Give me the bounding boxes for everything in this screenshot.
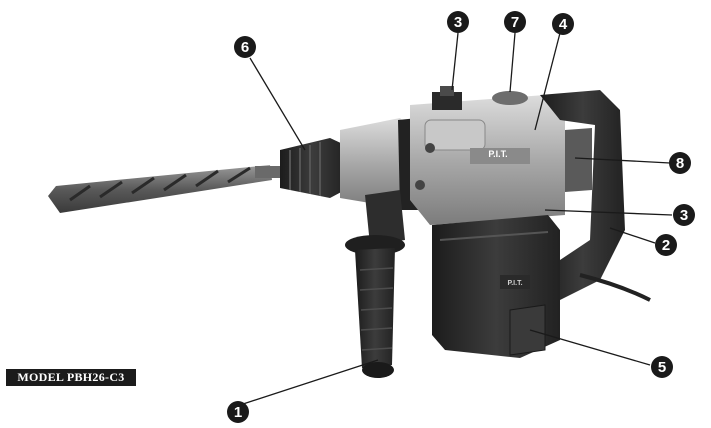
motor-body: P.I.T.	[432, 215, 560, 358]
main-handle	[540, 90, 651, 302]
callout-8: 8	[669, 152, 691, 174]
svg-text:5: 5	[658, 359, 666, 376]
svg-text:1: 1	[234, 404, 242, 421]
leader-1	[239, 359, 379, 406]
leader-7	[509, 32, 516, 93]
callout-lines	[239, 32, 673, 406]
leader-3-top	[451, 32, 459, 91]
callout-2: 2	[655, 234, 677, 256]
svg-text:3: 3	[454, 14, 462, 31]
leader-4	[534, 32, 561, 131]
svg-text:6: 6	[241, 39, 249, 56]
leader-3-side	[544, 209, 673, 216]
callouts: 3 7 4 6 8 3 2 5	[227, 11, 695, 423]
callout-3-top: 3	[447, 11, 469, 33]
gear-housing: P.I.T.	[410, 95, 565, 225]
model-label: MODEL PBH26-C3	[6, 369, 136, 386]
callout-6: 6	[234, 36, 256, 58]
svg-text:8: 8	[676, 155, 684, 172]
callout-1: 1	[227, 401, 249, 423]
callout-5: 5	[651, 356, 673, 378]
leader-5	[529, 329, 651, 366]
side-handle	[345, 190, 405, 378]
leader-2	[609, 227, 656, 244]
brand-logo-motor: P.I.T.	[507, 280, 522, 287]
drill-bit	[48, 165, 283, 213]
leader-8	[574, 157, 671, 164]
callout-4: 4	[552, 13, 574, 35]
chuck	[280, 138, 345, 198]
svg-text:4: 4	[559, 16, 568, 33]
svg-text:2: 2	[662, 237, 670, 254]
svg-text:3: 3	[680, 207, 688, 224]
brand-logo-housing: P.I.T.	[488, 149, 507, 159]
mode-selector-knob	[432, 86, 528, 110]
callout-7: 7	[504, 11, 526, 33]
leader-6	[249, 57, 306, 151]
callout-3-side: 3	[673, 204, 695, 226]
svg-text:7: 7	[511, 14, 519, 31]
